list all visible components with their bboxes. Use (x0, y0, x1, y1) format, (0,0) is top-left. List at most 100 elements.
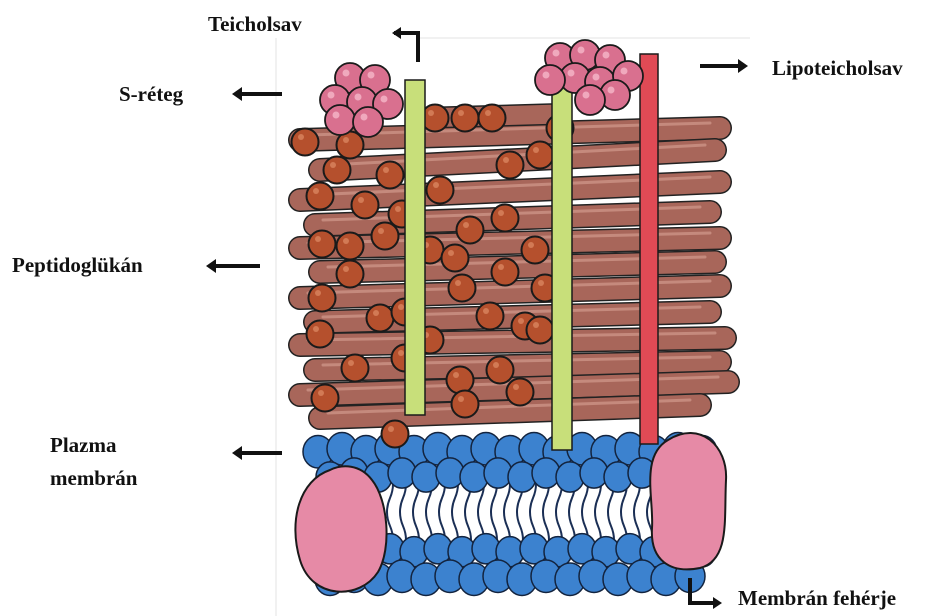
s-layer-highlight (583, 92, 590, 99)
s-layer-highlight (328, 92, 335, 99)
peptide-crosslink-highlight (298, 134, 304, 140)
peptide-crosslink-highlight (453, 372, 459, 378)
peptide-crosslink (452, 105, 479, 132)
corner-arrow-icon-head (392, 27, 401, 39)
peptide-crosslink (447, 367, 474, 394)
peptide-crosslink (307, 321, 334, 348)
peptide-crosslink (377, 162, 404, 189)
label-peptidoglycan: Peptidoglükán (12, 253, 143, 277)
peptide-crosslink-highlight (448, 250, 454, 256)
corner-arrow-icon-head (713, 597, 722, 609)
peptide-crosslink (427, 177, 454, 204)
peptide-crosslink (309, 285, 336, 312)
peptide-crosslink (442, 245, 469, 272)
peptide-crosslink-highlight (315, 290, 321, 296)
corner-arrow-icon (394, 33, 418, 62)
peptide-crosslink-highlight (528, 242, 534, 248)
peptide-crosslink-highlight (388, 426, 394, 432)
s-layer-highlight (603, 52, 610, 59)
teichoic-acid-rod (405, 80, 425, 415)
peptide-crosslink (324, 157, 351, 184)
peptide-crosslink-highlight (518, 318, 524, 324)
peptide-crosslink (497, 152, 524, 179)
peptide-crosslink (449, 275, 476, 302)
peptide-crosslink (342, 355, 369, 382)
peptide-crosslink (477, 303, 504, 330)
s-layer-highlight (543, 72, 550, 79)
s-layer-highlight (361, 114, 368, 121)
peptide-crosslink (337, 261, 364, 288)
s-layer-highlight (593, 74, 600, 81)
arrow-left-icon-head (206, 259, 216, 273)
membrane-protein-right (650, 433, 726, 569)
peptide-crosslink-highlight (498, 210, 504, 216)
plasma-membrane (295, 433, 726, 596)
peptide-crosslink-highlight (498, 264, 504, 270)
peptide-crosslink-highlight (330, 162, 336, 168)
peptide-crosslink (479, 105, 506, 132)
s-layer-highlight (568, 70, 575, 77)
peptide-crosslink (492, 205, 519, 232)
peptide-crosslink-highlight (395, 206, 401, 212)
peptidoglycan-layer (292, 105, 729, 448)
peptide-crosslink-highlight (493, 362, 499, 368)
membrane-protein-left (295, 466, 386, 591)
peptide-crosslink-highlight (343, 238, 349, 244)
peptide-crosslink (307, 183, 334, 210)
peptide-crosslink-highlight (428, 110, 434, 116)
s-layer-highlight (355, 94, 362, 101)
peptide-crosslink (457, 217, 484, 244)
lipoteichoic-acid-rod (640, 54, 658, 444)
peptide-crosslink (337, 233, 364, 260)
peptide-crosslink (352, 192, 379, 219)
peptide-crosslink (527, 142, 554, 169)
peptide-crosslink-highlight (373, 310, 379, 316)
label-membrane-protein: Membrán fehérje (738, 586, 896, 610)
peptide-crosslink-highlight (313, 326, 319, 332)
label-plasma-membrane-line1: Plazma (50, 433, 117, 457)
peptide-crosslink-highlight (318, 390, 324, 396)
peptide-crosslink (312, 385, 339, 412)
peptide-crosslink-highlight (378, 228, 384, 234)
arrow-left-icon-head (232, 87, 242, 101)
peptide-crosslink-highlight (533, 147, 539, 153)
peptide-crosslink (487, 357, 514, 384)
peptide-crosslink-highlight (485, 110, 491, 116)
s-layer-highlight (381, 96, 388, 103)
peptide-crosslink-highlight (483, 308, 489, 314)
peptide-crosslink (492, 259, 519, 286)
peptide-crosslink (372, 223, 399, 250)
peptide-crosslink-highlight (463, 222, 469, 228)
peptide-crosslink (309, 231, 336, 258)
s-layer-highlight (578, 47, 585, 54)
peptide-crosslink (382, 421, 409, 448)
peptide-crosslink-highlight (315, 236, 321, 242)
peptide-crosslink-highlight (348, 360, 354, 366)
peptide-crosslink (507, 379, 534, 406)
peptide-crosslink (367, 305, 394, 332)
s-layer-highlight (621, 68, 628, 75)
label-plasma-membrane-line2: membrán (50, 466, 138, 490)
peptide-crosslink-highlight (538, 280, 544, 286)
s-layer-highlight (608, 87, 615, 94)
peptide-crosslink-highlight (503, 157, 509, 163)
peptide-crosslink (292, 129, 319, 156)
teichoic-acid-rod (552, 48, 572, 450)
s-layer-protein (575, 85, 605, 115)
s-layer-highlight (333, 112, 340, 119)
label-lipoteichoic-acid: Lipoteicholsav (772, 56, 903, 80)
peptide-crosslink-highlight (358, 197, 364, 203)
label-s-layer: S-réteg (119, 82, 184, 106)
arrow-left-icon-head (232, 446, 242, 460)
peptide-crosslink-highlight (383, 167, 389, 173)
peptide-crosslink-highlight (513, 384, 519, 390)
peptide-crosslink (527, 317, 554, 344)
peptide-crosslink-highlight (433, 182, 439, 188)
peptide-crosslink-highlight (458, 396, 464, 402)
peptide-crosslink (452, 391, 479, 418)
s-layer-protein (535, 65, 565, 95)
s-layer-protein (325, 105, 355, 135)
peptide-crosslink-highlight (343, 266, 349, 272)
s-layer-highlight (368, 72, 375, 79)
